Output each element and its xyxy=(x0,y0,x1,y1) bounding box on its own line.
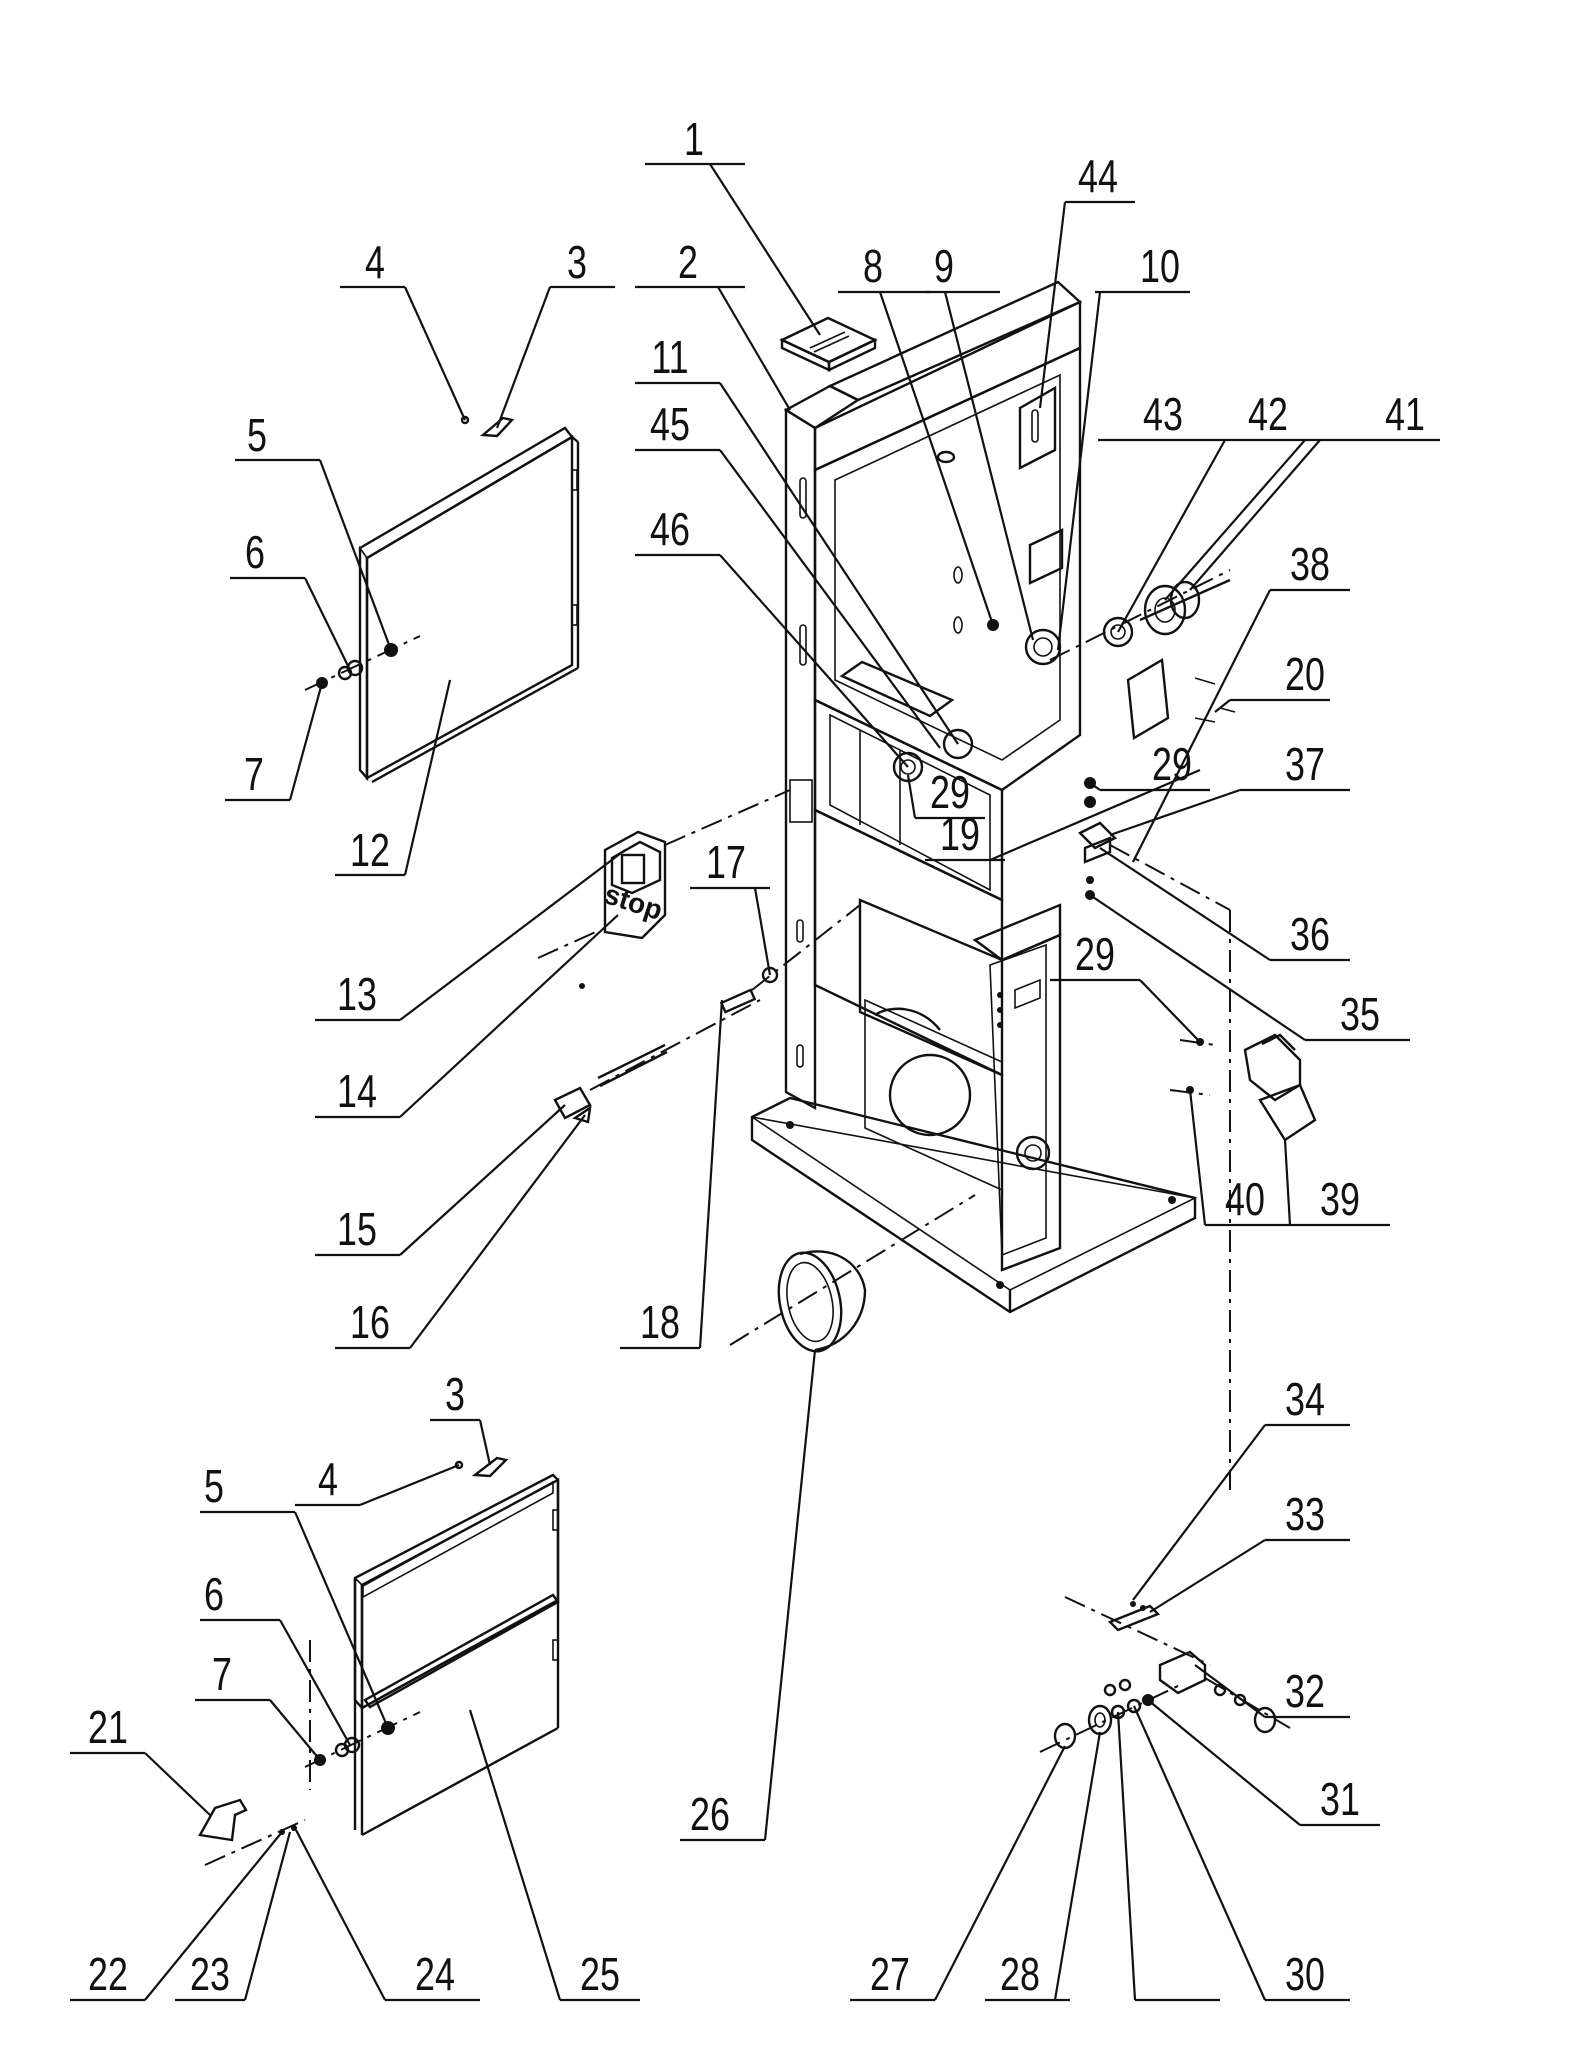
callout-29-lower: 29 xyxy=(1075,929,1115,980)
upper-door-fasteners xyxy=(304,415,515,691)
callout-29-middle: 29 xyxy=(930,767,970,818)
door-latch xyxy=(198,1798,306,1866)
callout-3-upper: 3 xyxy=(567,237,587,288)
callout-7-upper: 7 xyxy=(244,749,264,800)
callout-25: 25 xyxy=(580,1949,620,2000)
callout-35: 35 xyxy=(1340,989,1380,1040)
callout-16: 16 xyxy=(350,1297,390,1348)
callout-6-upper: 6 xyxy=(245,527,265,578)
callout-19: 19 xyxy=(940,809,980,860)
callout-20: 20 xyxy=(1285,649,1325,700)
callout-23: 23 xyxy=(190,1949,230,2000)
callout-12: 12 xyxy=(350,825,390,876)
callout-8: 8 xyxy=(863,241,883,292)
guard-plate-20 xyxy=(1126,658,1236,740)
callout-41: 41 xyxy=(1385,389,1425,440)
upper-wheel-shaft-assembly xyxy=(1049,569,1231,661)
callout-13: 13 xyxy=(337,969,377,1020)
callout-6-lower: 6 xyxy=(204,1569,224,1620)
callout-4-lower: 4 xyxy=(318,1454,338,1505)
callout-27: 27 xyxy=(870,1949,910,2000)
tension-handle-parts xyxy=(553,904,861,1124)
callout-11: 11 xyxy=(651,332,688,383)
callout-34: 34 xyxy=(1285,1374,1325,1425)
callout-24: 24 xyxy=(415,1949,455,2000)
top-cover xyxy=(779,316,878,372)
callout-21: 21 xyxy=(88,1702,128,1753)
callout-31: 31 xyxy=(1320,1774,1360,1825)
stop-switch: stop xyxy=(537,789,791,989)
callout-3-lower: 3 xyxy=(445,1369,465,1420)
callout-4-upper: 4 xyxy=(365,237,385,288)
callout-43: 43 xyxy=(1143,389,1183,440)
callout-40: 40 xyxy=(1225,1174,1265,1225)
leader-lines xyxy=(70,162,1440,2002)
callout-7-lower: 7 xyxy=(212,1649,232,1700)
callout-14: 14 xyxy=(337,1066,377,1117)
callout-5-lower: 5 xyxy=(204,1461,224,1512)
callout-30: 30 xyxy=(1285,1949,1325,2000)
callout-37: 37 xyxy=(1285,739,1325,790)
callout-5-upper: 5 xyxy=(247,410,267,461)
callout-39: 39 xyxy=(1320,1174,1360,1225)
upper-door xyxy=(358,426,580,784)
callout-45: 45 xyxy=(650,399,690,450)
bracket-44 xyxy=(1018,385,1057,470)
callout-36: 36 xyxy=(1290,909,1330,960)
callout-9: 9 xyxy=(934,241,954,292)
callout-38: 38 xyxy=(1290,539,1330,590)
callout-18: 18 xyxy=(640,1297,680,1348)
dust-port-ring xyxy=(729,1194,976,1353)
blade-guide-bracket xyxy=(1077,777,1231,1490)
lower-door-fasteners xyxy=(304,1456,509,1790)
lower-door xyxy=(353,1473,560,1837)
callout-28: 28 xyxy=(1000,1949,1040,2000)
callout-33: 33 xyxy=(1285,1489,1325,1540)
callout-26: 26 xyxy=(690,1789,730,1840)
callout-22: 22 xyxy=(88,1949,128,2000)
callout-17: 17 xyxy=(706,837,746,888)
callout-46: 46 xyxy=(650,504,690,555)
callout-29-upper: 29 xyxy=(1152,739,1192,790)
callout-15: 15 xyxy=(337,1204,377,1255)
callout-1: 1 xyxy=(684,114,704,165)
callout-2: 2 xyxy=(678,237,698,288)
callout-10: 10 xyxy=(1140,241,1180,292)
callout-labels: 1 2 3 4 5 6 7 8 9 10 11 12 13 14 15 16 1… xyxy=(88,114,1425,2000)
dust-chute xyxy=(1169,1033,1317,1142)
callout-32: 32 xyxy=(1285,1666,1325,1717)
callout-44: 44 xyxy=(1078,151,1118,202)
lower-blade-guide-assembly xyxy=(1039,1596,1291,1753)
callout-42: 42 xyxy=(1248,389,1288,440)
main-frame xyxy=(750,280,1198,1314)
